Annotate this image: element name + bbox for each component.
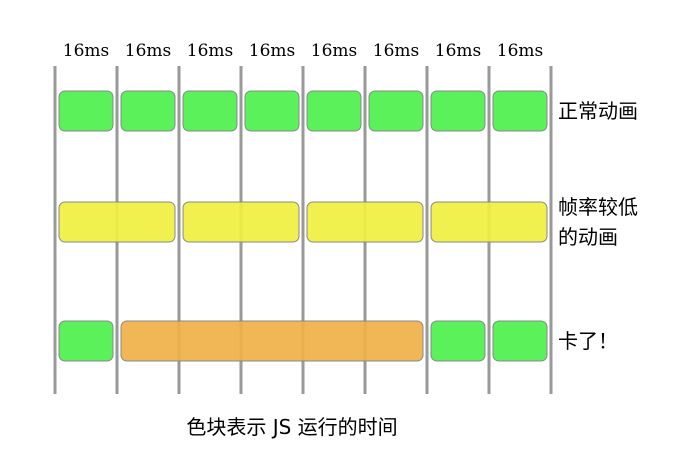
js-execution-block [58, 90, 114, 132]
frame-duration-label: 16ms [187, 41, 233, 61]
js-execution-block [58, 201, 176, 243]
js-execution-block [306, 90, 362, 132]
js-execution-block [120, 90, 176, 132]
js-execution-block [430, 90, 486, 132]
row-label: 正常动画 [558, 99, 638, 123]
row-label: 卡了！ [558, 329, 618, 353]
js-execution-block [492, 90, 548, 132]
frame-duration-label: 16ms [125, 41, 171, 61]
js-execution-block [368, 90, 424, 132]
diagram-caption: 色块表示 JS 运行的时间 [186, 415, 397, 439]
frame-duration-labels: 16ms 16ms 16ms 16ms 16ms 16ms 16ms 16ms [63, 41, 543, 61]
js-execution-block [244, 90, 300, 132]
frame-duration-label: 16ms [249, 41, 295, 61]
frame-duration-label: 16ms [373, 41, 419, 61]
row-label: 帧率较低 [558, 195, 638, 219]
timeline-row: 卡了！ [58, 320, 618, 362]
timeline-row: 正常动画 [58, 90, 638, 132]
js-execution-block [306, 201, 424, 243]
frame-duration-label: 16ms [497, 41, 543, 61]
row-label: 的动画 [558, 225, 618, 249]
js-execution-block [120, 320, 424, 362]
js-execution-block [492, 320, 548, 362]
js-execution-block [430, 201, 548, 243]
js-execution-block [430, 320, 486, 362]
frame-duration-label: 16ms [63, 41, 109, 61]
js-execution-block [182, 201, 300, 243]
frame-duration-label: 16ms [435, 41, 481, 61]
frame-duration-label: 16ms [311, 41, 357, 61]
js-execution-block [182, 90, 238, 132]
js-execution-block [58, 320, 114, 362]
